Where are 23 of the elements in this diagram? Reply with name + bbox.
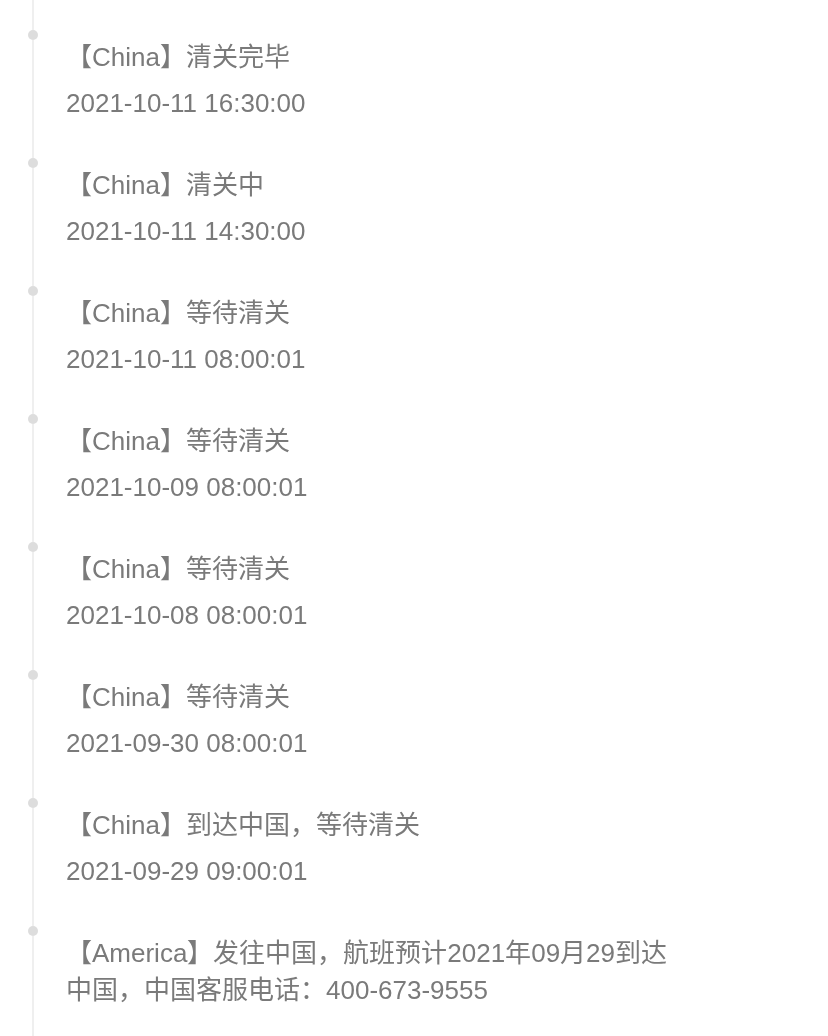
timestamp-text: 2021-10-11 16:30:00 xyxy=(66,87,306,120)
status-text: 【China】等待清关 xyxy=(66,553,290,586)
timeline-dot xyxy=(28,414,38,424)
timestamp-text: 2021-10-08 08:00:01 xyxy=(66,599,308,632)
timeline-dot xyxy=(28,670,38,680)
status-text: 【China】清关完毕 xyxy=(66,41,290,74)
timeline-dot xyxy=(28,158,38,168)
status-text: 【China】等待清关 xyxy=(66,425,290,458)
timeline-dot xyxy=(28,286,38,296)
status-text: 【China】到达中国，等待清关 xyxy=(66,809,420,842)
timeline-dot xyxy=(28,30,38,40)
timeline-dot xyxy=(28,798,38,808)
timestamp-text: 2021-10-11 08:00:01 xyxy=(66,343,306,376)
timeline-dot xyxy=(28,926,38,936)
timestamp-text: 2021-09-29 09:00:01 xyxy=(66,855,308,888)
timestamp-text: 2021-10-11 14:30:00 xyxy=(66,215,306,248)
timestamp-text: 2021-10-09 08:00:01 xyxy=(66,471,308,504)
status-text: 【China】等待清关 xyxy=(66,297,290,330)
timestamp-text: 2021-09-30 08:00:01 xyxy=(66,727,308,760)
status-text: 【America】发往中国，航班预计2021年09月29到达中国，中国客服电话：400-673-9555 xyxy=(66,937,669,1007)
status-text: 【China】清关中 xyxy=(66,169,264,202)
status-text: 【China】等待清关 xyxy=(66,681,290,714)
timeline-dot xyxy=(28,542,38,552)
